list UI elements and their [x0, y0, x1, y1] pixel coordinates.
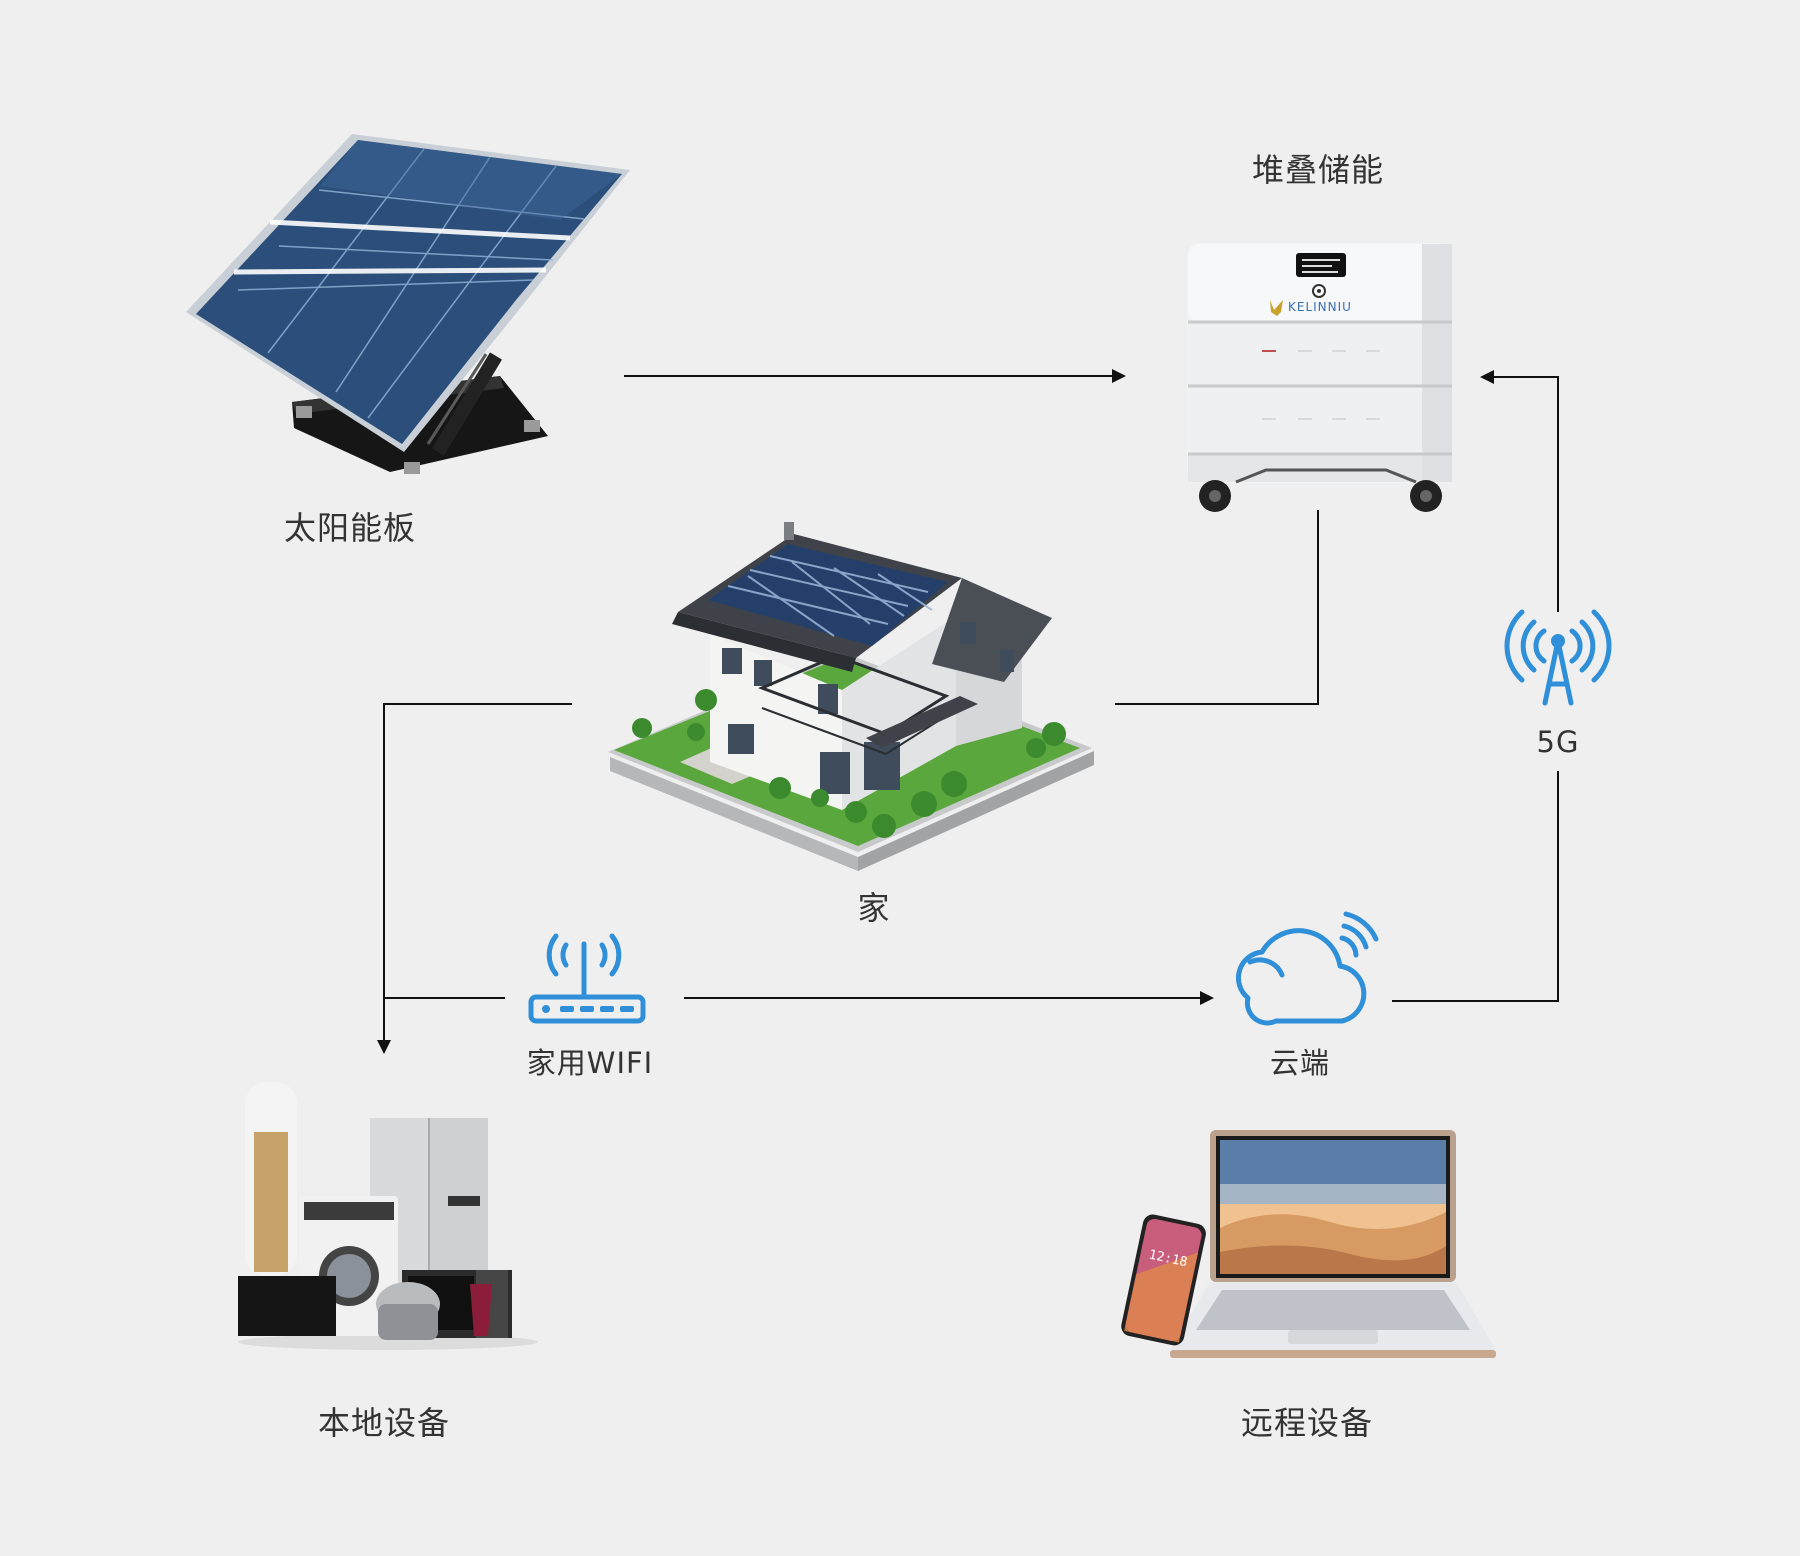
cloud-label: 云端	[1269, 1046, 1331, 1080]
solar-panel-label: 太阳能板	[283, 509, 417, 547]
home-wifi-label: 家用WIFI	[526, 1046, 654, 1080]
edge-tower-to-storage	[1480, 370, 1559, 612]
edge-home-to-local	[377, 703, 572, 1054]
edge-cloud-to-tower	[1392, 771, 1559, 1002]
home-label: 家	[857, 889, 891, 927]
phone-clock: 12:18	[1147, 1248, 1188, 1271]
edge-storage-to-home	[1115, 510, 1319, 705]
local-devices-label: 本地设备	[317, 1404, 451, 1442]
5g-label: 5G	[1536, 725, 1580, 759]
stacked-storage-label: 堆叠储能	[1251, 151, 1385, 189]
brand-logo-text: KELINNIU	[1288, 300, 1352, 314]
remote-devices-label: 远程设备	[1240, 1404, 1374, 1442]
